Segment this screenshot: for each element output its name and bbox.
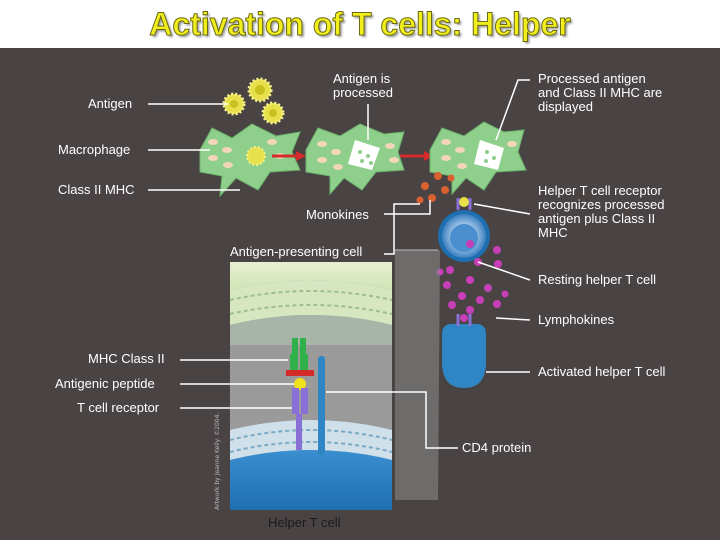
resting-helper-t-cell <box>438 197 490 262</box>
label-mhc-class-ii: MHC Class II <box>88 351 165 366</box>
label-antigen: Antigen <box>88 96 133 111</box>
processing-macrophage <box>305 123 405 196</box>
label-monokines: Monokines <box>306 207 369 222</box>
title-band <box>0 0 720 48</box>
leader-monokines <box>384 200 431 215</box>
label-helper-t-cell: Helper T cell <box>268 515 341 530</box>
monokines-dots <box>416 172 455 204</box>
label-cd4: CD4 protein <box>462 440 532 455</box>
page-title: Activation of T cells: Helper <box>149 6 571 43</box>
label-processed-displayed: Processed antigen and Class II MHC are d… <box>538 71 663 114</box>
label-class-ii-mhc: Class II MHC <box>58 182 135 197</box>
label-macrophage: Macrophage <box>58 142 131 157</box>
zoom-panel <box>229 262 393 510</box>
label-antigenic-peptide: Antigenic peptide <box>55 376 155 391</box>
mhc-class-ii-molecule <box>290 338 308 370</box>
cd4-protein-molecule <box>318 356 325 456</box>
label-apc: Antigen-presenting cell <box>230 244 363 259</box>
label-resting-helper: Resting helper T cell <box>538 272 657 287</box>
activated-helper-t-cell <box>442 314 486 388</box>
label-activated-helper: Activated helper T cell <box>538 364 666 379</box>
leader-lymphokines <box>495 317 531 321</box>
lymphokines-dots <box>436 240 509 314</box>
label-helper-receptor: Helper T cell receptor recognizes proces… <box>538 183 665 240</box>
displaying-macrophage <box>429 121 527 196</box>
antigen-particle <box>247 77 273 103</box>
leader-cd4 <box>326 391 458 449</box>
label-antigen-processed: Antigen is processed <box>333 71 393 100</box>
label-lymphokines: Lymphokines <box>538 312 615 327</box>
artwork-credit: Artwork by Jeanne Kelly. ©2004. <box>214 412 221 510</box>
process-arrows <box>272 151 434 161</box>
antigen-particle <box>261 101 285 125</box>
leader-processed-displayed <box>495 79 530 141</box>
t-cell-receptor-molecule <box>292 388 308 450</box>
leader-resting-helper <box>477 261 531 281</box>
zoom-projection <box>395 250 440 500</box>
leader-apc <box>384 203 420 255</box>
macrophage-cell <box>199 123 301 198</box>
mhc-peptide-groove <box>286 370 314 376</box>
label-t-cell-receptor: T cell receptor <box>77 400 160 415</box>
leader-helper-receptor <box>473 203 531 215</box>
antigen-particles <box>222 77 285 125</box>
antigenic-peptide-dot <box>294 378 306 390</box>
antigen-particle <box>222 92 246 116</box>
leader-lines <box>148 79 531 449</box>
